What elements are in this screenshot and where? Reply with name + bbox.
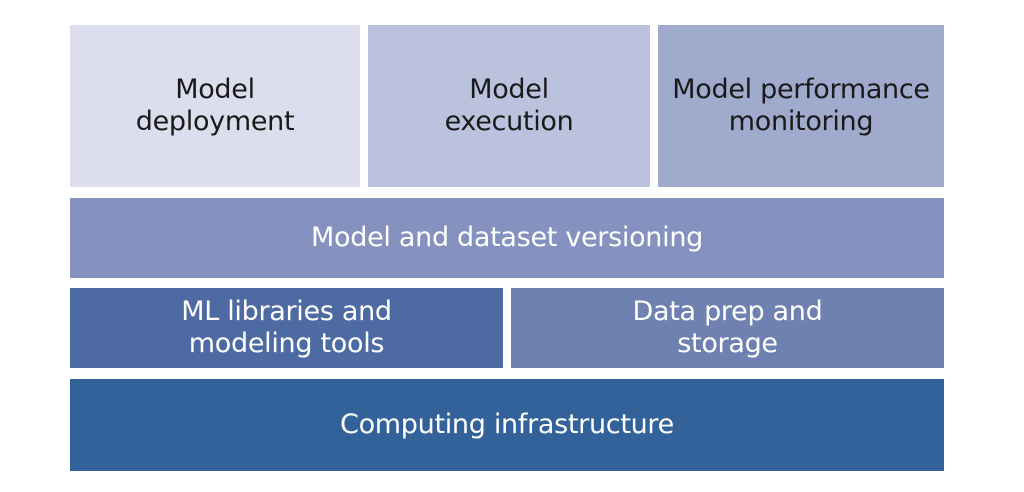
ml-libraries-block: ML libraries and modeling tools <box>70 288 503 368</box>
data-prep-storage-block: Data prep and storage <box>511 288 944 368</box>
model-execution-block: Model execution <box>368 25 650 187</box>
ml-libraries-label: ML libraries and modeling tools <box>181 296 392 359</box>
data-prep-storage-label: Data prep and storage <box>632 296 823 359</box>
model-deployment-block: Model deployment <box>70 25 360 187</box>
computing-infrastructure-block: Computing infrastructure <box>70 379 944 471</box>
model-performance-monitoring-block: Model performance monitoring <box>658 25 944 187</box>
model-dataset-versioning-block: Model and dataset versioning <box>70 198 944 278</box>
model-performance-monitoring-label: Model performance monitoring <box>672 74 930 137</box>
computing-infrastructure-label: Computing infrastructure <box>340 409 674 440</box>
model-deployment-label: Model deployment <box>135 74 295 137</box>
model-dataset-versioning-label: Model and dataset versioning <box>311 222 703 253</box>
model-execution-label: Model execution <box>444 74 574 137</box>
